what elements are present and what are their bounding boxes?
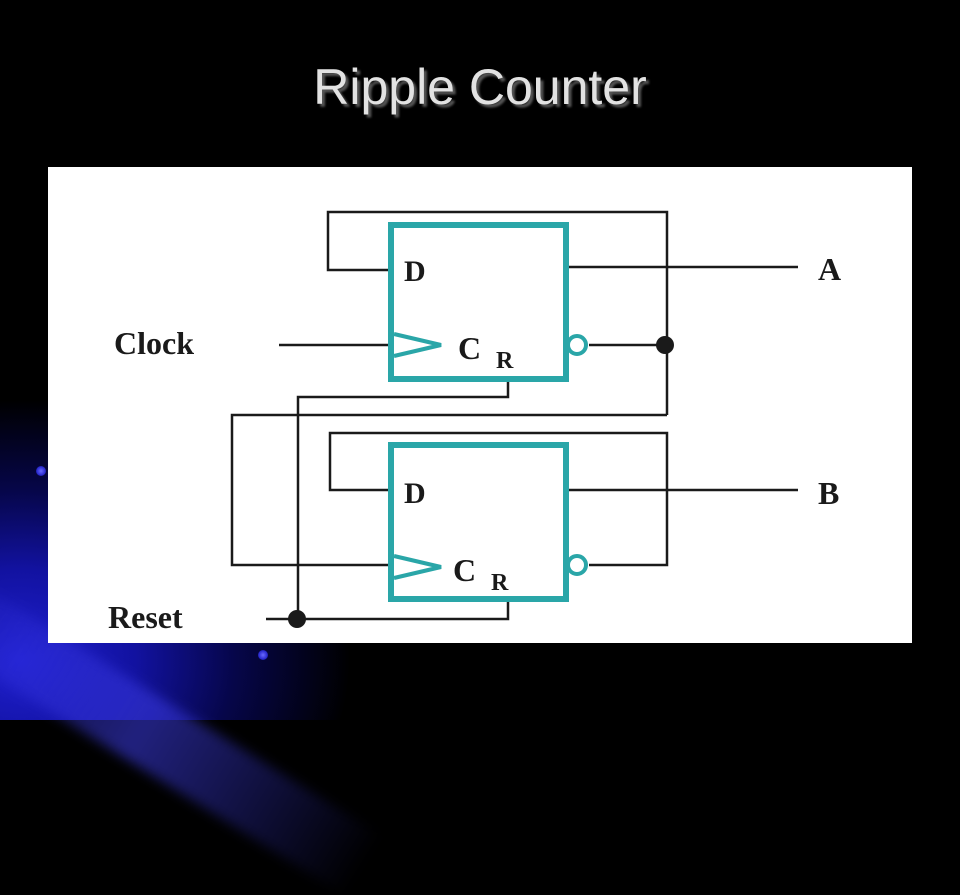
flipflop-top-body bbox=[388, 222, 569, 382]
clock-triangle-bottom bbox=[393, 554, 442, 580]
clock-triangle-top bbox=[393, 332, 442, 358]
output-b-label: B bbox=[818, 475, 839, 511]
flipflop-bottom: D C R bbox=[388, 442, 588, 602]
wire-reset-bottom bbox=[266, 602, 510, 621]
wire-top-feedback bbox=[326, 210, 669, 345]
circuit-diagram: D C R D C R Clock Reset A B bbox=[48, 167, 912, 643]
circuit-svg: D C R D C R Clock Reset A B bbox=[108, 210, 841, 635]
reset-label: Reset bbox=[108, 599, 183, 635]
flipflop-bottom-body bbox=[388, 442, 569, 602]
r-pin-label-top: R bbox=[496, 348, 514, 374]
junction-dot-clock bbox=[656, 336, 674, 354]
inverter-bubble-top bbox=[566, 334, 588, 356]
flipflop-top: D C R bbox=[388, 222, 588, 382]
output-a-label: A bbox=[818, 251, 841, 287]
c-pin-label-bottom: C bbox=[453, 552, 476, 588]
clock-label: Clock bbox=[114, 325, 194, 361]
junction-dot-reset bbox=[288, 610, 306, 628]
c-pin-label-top: C bbox=[458, 330, 481, 366]
slide-title: Ripple Counter bbox=[313, 59, 647, 115]
d-pin-label-top: D bbox=[404, 255, 426, 288]
d-pin-label-bottom: D bbox=[404, 477, 426, 510]
wire-bottom-feedback bbox=[328, 431, 669, 567]
inverter-bubble-bottom bbox=[566, 554, 588, 576]
wire-ripple-clock bbox=[230, 413, 667, 567]
wire-reset-top bbox=[296, 382, 510, 619]
wires bbox=[230, 210, 798, 621]
r-pin-label-bottom: R bbox=[491, 570, 509, 596]
background-dot bbox=[36, 466, 46, 476]
background-dot bbox=[258, 650, 268, 660]
